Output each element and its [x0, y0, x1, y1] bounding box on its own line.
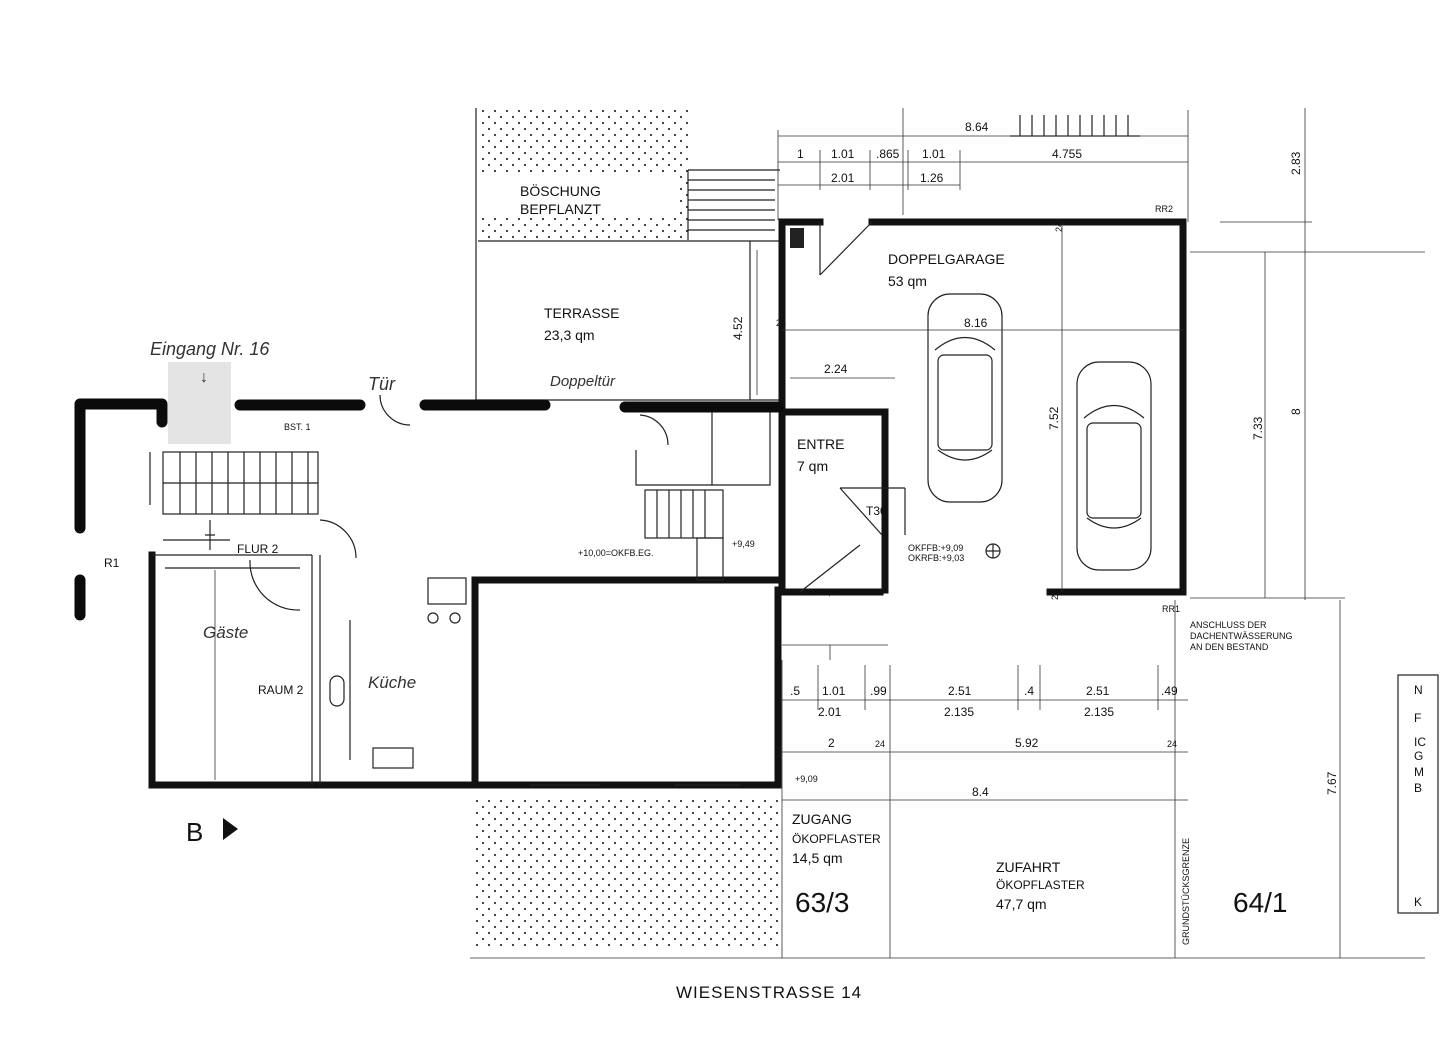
- rr2-label: RR2: [1155, 204, 1173, 214]
- dim-bot-4: 2.51: [948, 684, 972, 698]
- section-marker: B: [186, 817, 203, 847]
- hand-kueche: Küche: [368, 673, 416, 692]
- car-right: [1076, 361, 1152, 571]
- level-949-b: +9,49: [818, 587, 841, 597]
- t30-door-label: T30: [866, 504, 887, 518]
- dim-224: 2.24: [824, 362, 848, 376]
- title-block-fragment: [1397, 674, 1439, 914]
- hand-doppeltuer: Doppeltür: [550, 373, 616, 390]
- level-909: +9,09: [795, 774, 818, 784]
- dim-top-4: 1.01: [922, 147, 946, 161]
- stair-to-garden: [644, 489, 724, 581]
- dim-bot-5: .4: [1024, 684, 1034, 698]
- dim-bot-6: 2.51: [1086, 684, 1110, 698]
- dim-24-b: 24: [1054, 222, 1064, 232]
- hand-gaeste: Gäste: [203, 623, 248, 642]
- hand-eingang: Eingang Nr. 16: [150, 339, 270, 359]
- dim-84: 8.4: [972, 785, 989, 799]
- level-949-a: +9,49: [732, 539, 755, 549]
- zufahrt-name: ZUFAHRT: [996, 859, 1061, 875]
- flur-label: FLUR 2: [237, 542, 279, 556]
- marker-walls: [74, 398, 784, 621]
- doppelgarage-area: 53 qm: [888, 273, 927, 289]
- zugang-area: 14,5 qm: [792, 850, 843, 866]
- dim-top-1: 1: [797, 147, 804, 161]
- dim-752: 7.52: [1047, 406, 1061, 430]
- zugang-material: ÖKOPFLASTER: [792, 832, 881, 846]
- dim-bot3-4: 24: [1167, 739, 1177, 749]
- dim-24-a: 24: [776, 318, 786, 328]
- fragment-3: IC: [1414, 735, 1426, 749]
- dim-bot-2: 1.01: [822, 684, 846, 698]
- entre-area: 7 qm: [797, 458, 828, 474]
- fragment-1: N: [1414, 683, 1423, 697]
- rr1-label: RR1: [1162, 604, 1180, 614]
- boeschung-label-1: BÖSCHUNG: [520, 182, 601, 199]
- level-okrfb: OKRFB:+9,03: [908, 553, 964, 563]
- stairs-top: [478, 169, 780, 242]
- dim-bot3-2: 24: [875, 739, 885, 749]
- entre-walls: [778, 408, 906, 594]
- house-walls: [148, 551, 782, 789]
- dim-24-c: 24: [1050, 590, 1060, 600]
- dim-bot2-1: 2.01: [818, 705, 842, 719]
- dim-bot2-3: 2.135: [1084, 705, 1114, 719]
- bst-label: BST. 1: [284, 422, 311, 432]
- dim-733: 7.33: [1251, 416, 1265, 440]
- dim-top-3: .865: [876, 147, 900, 161]
- dim-bot-3: .99: [870, 684, 887, 698]
- garage-walls: [778, 218, 1187, 596]
- street-name: WIESENSTRASSE 14: [676, 983, 862, 1002]
- arrow-down-icon: ↓: [200, 369, 208, 386]
- parcel-63-3: 63/3: [795, 887, 850, 918]
- dim-bot2-2: 2.135: [944, 705, 974, 719]
- dim-top2-2: 1.26: [920, 171, 944, 185]
- dim-bot-7: .49: [1161, 684, 1178, 698]
- dimension-lines: [470, 108, 1425, 959]
- dim-top2-1: 2.01: [831, 171, 855, 185]
- fragment-6: B: [1414, 781, 1422, 795]
- dim-bot-1: .5: [790, 684, 800, 698]
- dim-452: 4.52: [731, 316, 745, 340]
- terrasse-area: 23,3 qm: [544, 327, 595, 343]
- level-okffb: OKFFB:+9,09: [908, 543, 963, 553]
- dim-bot3-1: 2: [828, 736, 835, 750]
- section-arrow-icon: [223, 818, 238, 840]
- fragment-7: K: [1414, 895, 1422, 909]
- fragment-2: F: [1414, 711, 1421, 725]
- entre-name: ENTRE: [797, 436, 844, 452]
- fragment-4: G: [1414, 749, 1423, 763]
- dim-767: 7.67: [1325, 771, 1339, 795]
- zufahrt-area: 47,7 qm: [996, 896, 1047, 912]
- parcel-64-1: 64/1: [1233, 887, 1288, 918]
- hand-tuer: Tür: [368, 374, 396, 394]
- interior-stair: [149, 451, 319, 550]
- dim-top-2: 1.01: [831, 147, 855, 161]
- dim-top-5: 4.755: [1052, 147, 1082, 161]
- stairs-top-right: [1010, 115, 1140, 137]
- zufahrt-material: ÖKOPFLASTER: [996, 878, 1085, 892]
- dim-816: 8.16: [964, 316, 988, 330]
- anschluss-note-1: ANSCHLUSS DER: [1190, 620, 1267, 630]
- terrasse-name: TERRASSE: [544, 305, 619, 321]
- car-left: [927, 293, 1003, 503]
- boeschung-label-2: BEPFLANZT: [520, 201, 601, 217]
- raum-label: RAUM 2: [258, 683, 304, 697]
- anschluss-note-3: AN DEN BESTAND: [1190, 642, 1269, 652]
- dim-bot3-3: 5.92: [1015, 736, 1039, 750]
- dim-283: 2.83: [1289, 151, 1303, 175]
- level-okfb-eg: +10,00=OKFB.EG.: [578, 548, 654, 558]
- dim-8: 8: [1289, 408, 1303, 415]
- doppelgarage-name: DOPPELGARAGE: [888, 251, 1005, 267]
- entrance-highlight: [168, 362, 231, 444]
- zugang-name: ZUGANG: [792, 811, 852, 827]
- r1-label: R1: [104, 556, 120, 570]
- door-arcs: [249, 394, 771, 611]
- garden-area-bottom: [472, 800, 780, 950]
- fragment-5: M: [1414, 765, 1424, 779]
- grundstuecksgrenze-label: GRUNDSTÜCKSGRENZE: [1181, 838, 1191, 945]
- dim-864: 8.64: [965, 120, 989, 134]
- anschluss-note-2: DACHENTWÄSSERUNG: [1190, 631, 1293, 641]
